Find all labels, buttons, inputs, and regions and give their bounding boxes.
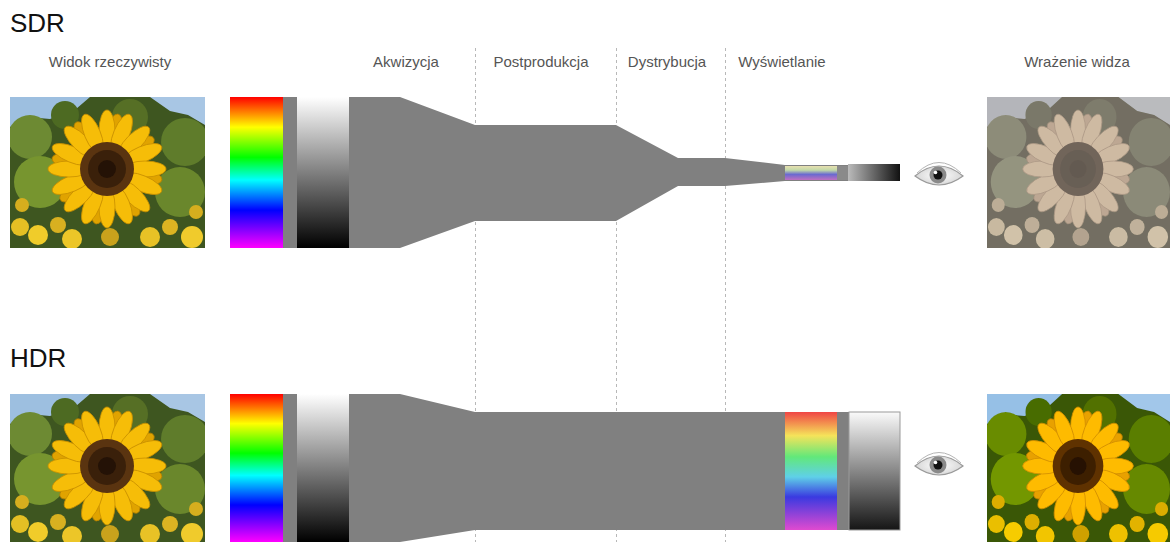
color-gamut-bar [230,97,283,248]
stage-heading: Wrażenie widza [1022,53,1132,71]
stage-heading: Postprodukcja [491,53,590,71]
viewer-impression-photo [985,394,1170,542]
row-heading: SDR [8,8,67,39]
color-gamut-bar [230,394,283,542]
luminance-bar [297,97,349,248]
stage-heading: Widok rzeczywisty [47,53,174,71]
display-luminance-bar [848,164,900,181]
stage-heading: Wyświetlanie [736,53,827,71]
stage-heading: Akwizycja [371,53,441,71]
display-gamut-bar [785,166,837,180]
display-gamut-bar [785,412,837,530]
viewer-impression-photo [985,97,1170,249]
luminance-bar [297,394,349,542]
row-heading: HDR [8,343,68,374]
signal-funnel [230,394,785,542]
eye-icon [915,453,963,476]
hdr-row [8,394,1170,542]
real-view-photo [8,394,209,542]
display-luminance-bar [849,412,900,530]
sdr-row [8,97,1170,249]
real-view-photo [8,97,209,249]
stage-heading: Dystrybucja [626,53,708,71]
eye-icon [915,163,963,186]
signal-funnel [230,97,900,248]
